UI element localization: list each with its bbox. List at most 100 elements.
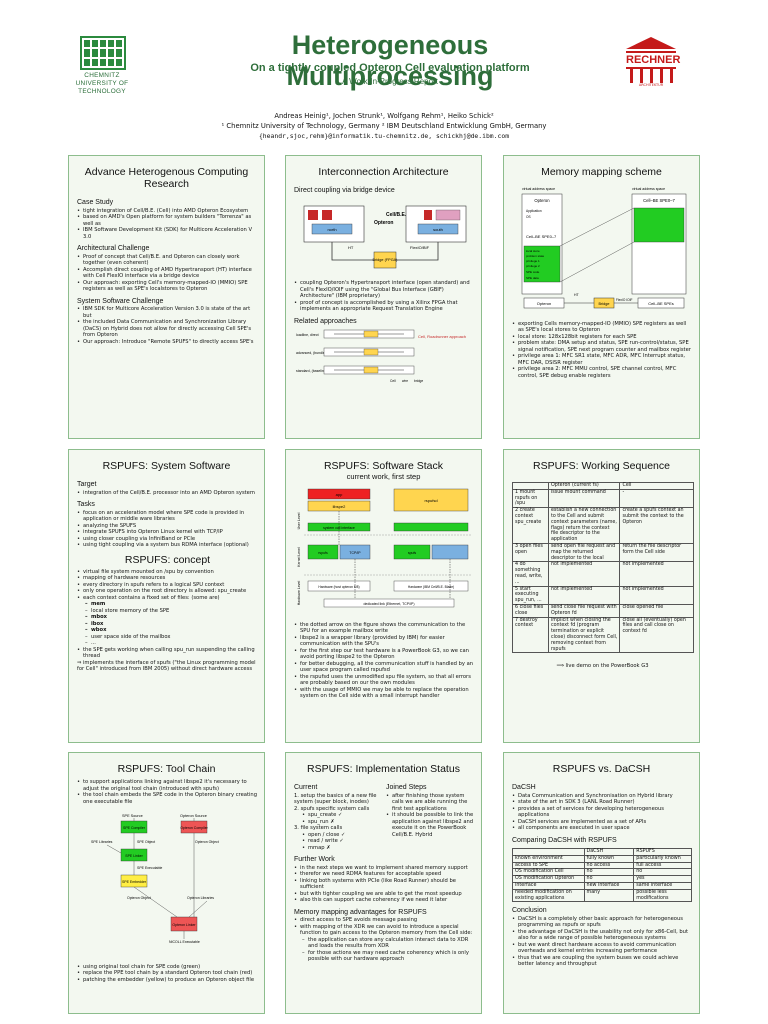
spe-icon — [435, 209, 461, 220]
panel-title: RSPUFS: Software Stack — [323, 460, 444, 472]
affiliations: ¹ Chemnitz University of Technology, Ger… — [221, 122, 547, 130]
section-heading: Architectural Challenge — [77, 245, 150, 252]
joined-list: after finishing those system calls we ar… — [386, 793, 474, 839]
list-item: with the usage of MMIO we may be able to… — [294, 687, 475, 700]
approach-label: advanced, (bundled) — [296, 351, 328, 355]
list-item: the advantage of DaCSH is the usability … — [512, 929, 693, 942]
implements-note: ⇒ implements the interface of spufs ("th… — [77, 659, 256, 673]
cell-label: Cell — [390, 379, 396, 383]
panel-advance-research: Advance Heterogenous Computing Research … — [68, 155, 265, 439]
table-header-row: Opteron (current fs)Cell — [512, 482, 694, 490]
stack-notes-list: the dotted arrow on the figure shows the… — [294, 622, 475, 700]
bridge-coupling-diagram: north Opteron south Cell/B.E. Bridge (FP… — [303, 205, 467, 268]
panel-title: Memory mapping scheme — [541, 166, 662, 178]
cellbe-label: Cell–BE SPE0–7 — [526, 234, 557, 239]
level-label: Kernel Level — [297, 547, 301, 567]
table-row: needed modification on existing applicat… — [512, 888, 692, 903]
stack-spufs: spufs — [408, 551, 417, 555]
list-item: using tight coupling via a system bus RD… — [77, 542, 258, 549]
further-work-list: in the next steps we want to implement s… — [294, 865, 475, 904]
panel-tool-chain: RSPUFS: Tool Chain to support applicatio… — [68, 752, 265, 1014]
list-item: all components are executed in user spac… — [512, 825, 693, 832]
list-item: provides a set of services for developin… — [512, 806, 693, 819]
sequence-table: Opteron (current fs)Cell 1 mount rspufs … — [512, 482, 694, 654]
flow-box: SPE Embedder — [122, 880, 147, 884]
stack-hw-right: Hardware (IBM Cell/B.E. Blade) — [408, 585, 454, 589]
dacsh-list: Data Communication and Synchronisation o… — [512, 793, 693, 832]
list-item: privilege area 2: MFC MMU control, SPE c… — [512, 366, 693, 379]
list-item: coupling Opteron's Hypertransport interf… — [294, 280, 475, 300]
region-label: Application — [526, 209, 542, 213]
flow-label: Opteron Object — [127, 896, 151, 900]
flow-box: SPE Linker — [125, 854, 143, 858]
author-block: Andreas Heinig¹, Jochen Strunk¹, Wolfgan… — [0, 111, 768, 141]
section-heading: Joined Steps — [386, 784, 427, 791]
section-heading: Further Work — [294, 856, 335, 863]
panel-title: RSPUFS: System Software — [102, 460, 231, 472]
list-item: only one operation on the root directory… — [77, 588, 258, 595]
ppe-icon — [424, 209, 432, 220]
cellbe-right-label: Cell–BE SPE0–7 — [643, 198, 675, 203]
live-demo-note: ⟹ live demo on the PowerBook G3 — [556, 663, 649, 670]
list-item: focus on an acceleration model where SPE… — [77, 510, 258, 523]
software-stack-diagram: User Level Kernel Level Hardware Level a… — [297, 488, 472, 608]
poster-subtitle-2: A Work-In-Progress Report — [342, 77, 438, 86]
flow-label: SPE Source — [122, 814, 143, 818]
flow-box: Opteron Linker — [172, 923, 196, 927]
list-item: but with tighter coupling we are able to… — [294, 891, 475, 898]
poster-header: CHEMNITZ UNIVERSITY OF TECHNOLOGY Hetero… — [0, 0, 768, 100]
ht-link — [331, 241, 374, 260]
related-approaches-diagram: loadline, direct advanced, (bundled) sta… — [296, 329, 466, 383]
approach-label: loadline, direct — [296, 333, 319, 337]
bar-flex-label: FlexIO IOIF — [616, 298, 633, 302]
opteron-label: Opteron — [374, 220, 393, 226]
list-item: the tool chain embeds the SPE code in th… — [77, 792, 258, 805]
roadrunner-note: Cell, Roadrunner approach — [418, 334, 466, 339]
panel-rspufs-vs-dacsh: RSPUFS vs. DaCSH DaCSH Data Communicatio… — [503, 752, 700, 1014]
rechner-label: RECHNER — [626, 51, 680, 69]
list-item: for better debugging, all the communicat… — [294, 661, 475, 674]
level-label: User Level — [297, 512, 301, 529]
section-heading: Target — [77, 481, 97, 488]
list-item: ... — [85, 640, 258, 647]
rechnerarchitektur-logo: RECHNER ARCHITEKTUR — [626, 37, 680, 87]
list-item: integration of the Cell/B.E. processor i… — [77, 490, 258, 497]
poster-title: Heterogeneous Multiprocessing — [286, 30, 494, 91]
flow-label: SPE Object — [137, 840, 155, 844]
list-item: linking both systems with PCIe (like Roa… — [294, 878, 475, 891]
section-heading: System Software Challenge — [77, 297, 164, 305]
opteron-label: Opteron — [534, 198, 550, 203]
list-item: integrate SPUFS into Opteron Linux kerne… — [77, 529, 258, 536]
list-item: 3. file system calls — [294, 825, 343, 831]
approach-label: standard, (baseline) — [296, 369, 327, 373]
list-item: based on AMD's Open platform for system … — [77, 214, 258, 227]
list-item: patching the embedder (yellow) to produc… — [77, 977, 258, 984]
south-label: south — [433, 227, 443, 232]
section-heading: Memory mapping advantages for RSPUFS — [294, 908, 427, 916]
region-label: OS — [526, 215, 531, 219]
list-item: each context contains a fixed set of fil… — [77, 595, 258, 602]
list-item: thus that we are coupling the system bus… — [512, 955, 693, 968]
list-item: user space side of the mailbox — [85, 634, 258, 641]
list-item: privilege area 1: MFC SR1 state, MFC ADR… — [512, 353, 693, 366]
columns-icon — [626, 69, 676, 83]
conclusion-list: DaCSH is a completely other basic approa… — [512, 916, 693, 968]
flow-box: Opteron Compiler — [180, 826, 208, 830]
list-item: the application can store any calculatio… — [302, 937, 475, 950]
toolchain-list: to support applications linking against … — [77, 779, 258, 805]
context-files-list: mem local store memory of the SPE mbox i… — [77, 601, 258, 647]
list-item: spu_run ✗ — [302, 819, 382, 826]
stack-rspufs: rspufs — [318, 551, 328, 555]
panel-title: RSPUFS: Tool Chain — [117, 763, 216, 775]
region-label: local store — [526, 249, 540, 253]
cell-label: Cell/B.E. — [386, 212, 407, 218]
list-item: with mapping of the XDR we can avoid to … — [294, 924, 475, 937]
stack-hw-left: Hardware (host opteron 6/8) — [318, 585, 359, 589]
